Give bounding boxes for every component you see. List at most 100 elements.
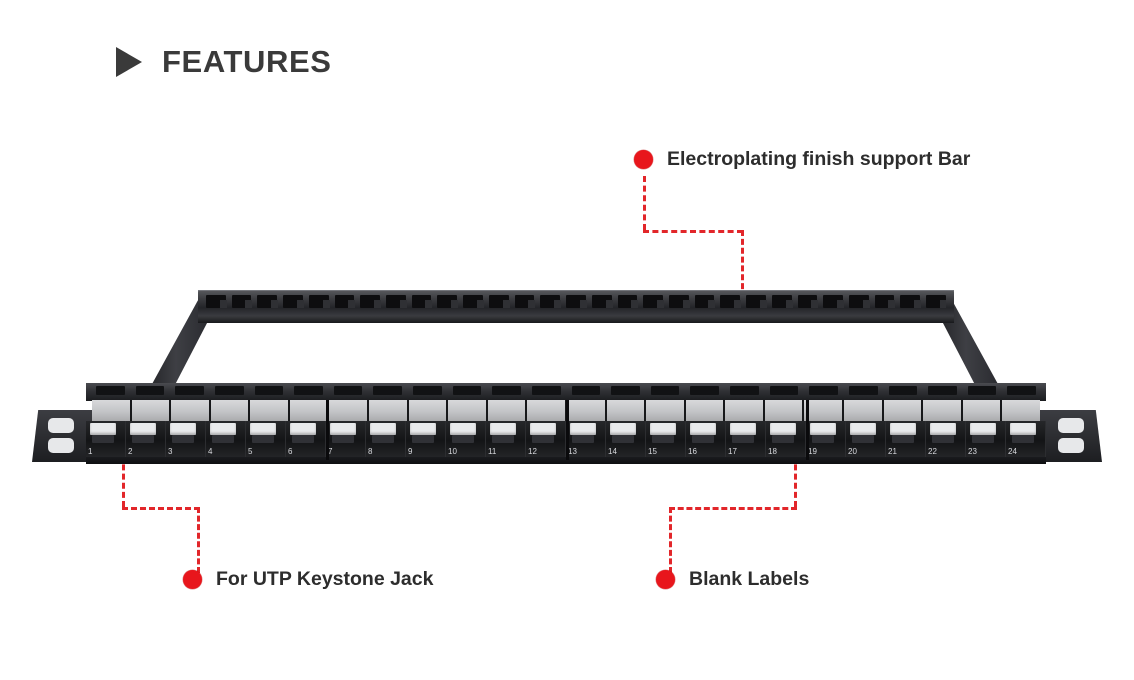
module-seam [566, 400, 569, 460]
port-recess [652, 435, 674, 443]
cable-tie-slot [283, 295, 304, 308]
keystone-port: 18 [766, 421, 806, 457]
play-triangle-icon [116, 47, 142, 77]
port-number: 16 [688, 447, 697, 456]
panel-rail-slot [809, 386, 838, 395]
blank-label-strip [923, 400, 961, 421]
port-opening [290, 423, 316, 435]
panel-bottom-edge [86, 457, 1046, 464]
leader-line-support-bar-seg3 [741, 230, 744, 298]
panel-rail-slot [848, 386, 878, 395]
port-recess [572, 435, 594, 443]
support-bar-slots [206, 295, 946, 308]
port-opening [730, 423, 756, 435]
port-recess [372, 435, 394, 443]
panel-rail-slot [214, 386, 244, 395]
keystone-port: 3 [166, 421, 206, 457]
cable-tie-slot [463, 295, 484, 308]
keystone-port: 7 [326, 421, 366, 457]
blank-label-strip [566, 400, 605, 421]
blank-label-strip [804, 400, 842, 421]
port-opening [970, 423, 996, 435]
cable-tie-slot [823, 295, 844, 308]
panel-rail-slot [294, 386, 323, 395]
port-recess [92, 435, 114, 443]
panel-rail-slot [611, 386, 640, 395]
blank-label-strip [527, 400, 565, 421]
red-dot-icon [183, 570, 202, 589]
cable-tie-slot [900, 295, 921, 308]
callout-support-bar: Electroplating finish support Bar [634, 148, 970, 171]
port-opening [450, 423, 476, 435]
port-opening [410, 423, 436, 435]
keystone-port: 11 [486, 421, 526, 457]
blank-label-strip [289, 400, 328, 421]
leader-line-support-bar-seg1 [643, 176, 646, 230]
port-number: 23 [968, 447, 977, 456]
leader-line-keystone-seg2 [122, 507, 200, 510]
port-opening [490, 423, 516, 435]
panel-rail-slot [928, 386, 957, 395]
port-number: 7 [328, 447, 333, 456]
cable-tie-slot [617, 295, 638, 308]
blank-label-strip [171, 400, 209, 421]
blank-label-strip [764, 400, 803, 421]
blank-label-strip [448, 400, 486, 421]
port-number: 3 [168, 447, 173, 456]
port-number: 13 [568, 447, 577, 456]
keystone-port: 1 [86, 421, 126, 457]
blank-label-strip [962, 400, 1001, 421]
keystone-port: 10 [446, 421, 486, 457]
features-header: FEATURES [116, 44, 332, 80]
module-seam [806, 400, 809, 460]
port-opening [850, 423, 876, 435]
port-recess [972, 435, 994, 443]
blank-label-strip [843, 400, 882, 421]
blank-label-strip [408, 400, 447, 421]
port-opening [890, 423, 916, 435]
keystone-port: 12 [526, 421, 566, 457]
cable-tie-slot [591, 295, 613, 308]
port-recess [492, 435, 514, 443]
panel-rail-slot [373, 386, 402, 395]
cable-tie-slot [206, 295, 227, 308]
port-number: 6 [288, 447, 293, 456]
keystone-port: 14 [606, 421, 646, 457]
blank-label-strip [250, 400, 288, 421]
blank-label-strip [725, 400, 763, 421]
port-number: 22 [928, 447, 937, 456]
port-number: 4 [208, 447, 213, 456]
port-number: 5 [248, 447, 253, 456]
port-number: 17 [728, 447, 737, 456]
port-recess [172, 435, 194, 443]
panel-rail-slot [96, 386, 125, 395]
keystone-port: 6 [286, 421, 326, 457]
panel-top-rail-slots [96, 386, 1036, 395]
cable-tie-slot [514, 295, 536, 308]
port-opening [530, 423, 556, 435]
keystone-port: 16 [686, 421, 726, 457]
blank-label-strip [92, 400, 130, 421]
callout-label: Blank Labels [689, 568, 810, 590]
cable-tie-slot [411, 295, 433, 308]
callout-label: For UTP Keystone Jack [216, 568, 434, 590]
port-opening [210, 423, 236, 435]
mounting-hole [1058, 438, 1084, 453]
panel-rail-slot [135, 386, 165, 395]
keystone-port: 5 [246, 421, 286, 457]
port-recess [332, 435, 354, 443]
keystone-port: 21 [886, 421, 926, 457]
leader-line-support-bar-seg2 [643, 230, 743, 233]
keystone-port: 17 [726, 421, 766, 457]
port-number: 20 [848, 447, 857, 456]
port-number: 15 [648, 447, 657, 456]
cable-tie-slot [540, 295, 561, 308]
port-recess [132, 435, 154, 443]
port-opening [1010, 423, 1036, 435]
callout-keystone-jack: For UTP Keystone Jack [183, 568, 433, 591]
panel-rail-slot [690, 386, 719, 395]
cable-tie-slot [746, 295, 767, 308]
port-recess [812, 435, 834, 443]
port-recess [772, 435, 794, 443]
